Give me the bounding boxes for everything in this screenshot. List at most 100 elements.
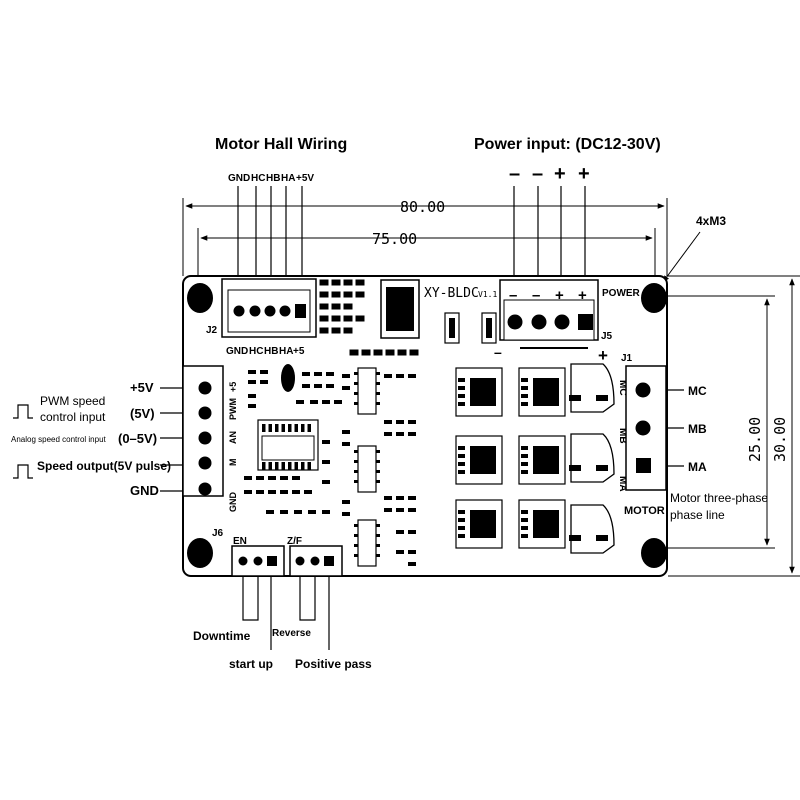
label-motor-phase-2: phase line bbox=[670, 508, 725, 522]
label-motor-phase-1: Motor three-phase bbox=[670, 491, 768, 505]
dimension-25-label: 25.00 bbox=[746, 417, 764, 462]
ic-pin bbox=[307, 424, 311, 432]
mosfet bbox=[455, 367, 503, 417]
zf-connector bbox=[289, 545, 343, 577]
j5-silk-4: + bbox=[578, 287, 587, 304]
j1-silk-mb: MB bbox=[617, 428, 628, 444]
minus-mark: – bbox=[494, 344, 502, 360]
pwm-pulse-icon bbox=[13, 404, 33, 419]
j6-label: J6 bbox=[212, 528, 224, 539]
label-speed-output: Speed output(5V pulse) bbox=[37, 459, 171, 473]
power-pin-2: – bbox=[532, 163, 543, 185]
label-positive-pass: Positive pass bbox=[295, 657, 372, 671]
hall-pin-gnd: GND bbox=[228, 173, 250, 184]
mosfet bbox=[518, 367, 566, 417]
mount-holes-pointer bbox=[662, 231, 701, 283]
model-label: XY-BLDC bbox=[424, 286, 479, 301]
plus-mark: + bbox=[598, 346, 608, 365]
phase-pads bbox=[569, 363, 615, 554]
ic-pin bbox=[262, 424, 266, 432]
label-0-5v: (0–5V) bbox=[118, 431, 157, 446]
label-mb: MB bbox=[688, 422, 707, 436]
en-connector bbox=[231, 545, 285, 577]
j1-label: J1 bbox=[621, 353, 633, 364]
j6-connector bbox=[182, 365, 224, 497]
ic-pin bbox=[301, 462, 305, 470]
ic-pin bbox=[294, 462, 298, 470]
ic-pin bbox=[281, 462, 285, 470]
dimension-30 bbox=[668, 275, 800, 577]
hall-pin-hc: HC bbox=[251, 173, 265, 184]
ic-pin bbox=[281, 424, 285, 432]
mosfet-grid bbox=[455, 367, 566, 549]
j6-silk-5: +5 bbox=[228, 382, 238, 392]
label-5v: +5V bbox=[130, 380, 154, 395]
hall-pin-hb: HB bbox=[266, 173, 280, 184]
mosfet bbox=[518, 499, 566, 549]
j6-silk-gnd: GND bbox=[228, 492, 238, 513]
j5-silk-3: + bbox=[555, 287, 564, 304]
controller-ic-pins bbox=[262, 424, 311, 470]
j6-silk-pwm: PWM bbox=[228, 398, 238, 420]
label-analog: Analog speed control input bbox=[11, 435, 107, 444]
j6-wires bbox=[160, 387, 183, 492]
mosfet bbox=[455, 499, 503, 549]
ic-pin bbox=[268, 424, 272, 432]
label-reverse: Reverse bbox=[272, 628, 311, 639]
j2-silk-ha: HA bbox=[279, 346, 293, 357]
ic-pin bbox=[268, 462, 272, 470]
zf-silk: Z/F bbox=[287, 536, 302, 547]
j2-silk-hc: HC bbox=[249, 346, 263, 357]
j5-silk-2: – bbox=[532, 287, 540, 304]
mosfet bbox=[455, 435, 503, 485]
motor-label: MOTOR bbox=[624, 505, 665, 517]
j2-silk-hb: HB bbox=[264, 346, 278, 357]
j5-connector bbox=[499, 279, 599, 341]
dimension-80 bbox=[182, 198, 668, 276]
j2-label: J2 bbox=[206, 325, 218, 336]
ic-pin bbox=[288, 462, 292, 470]
mount-holes-label: 4xM3 bbox=[696, 214, 726, 228]
en-silk: EN bbox=[233, 536, 247, 547]
j5-silk-1: – bbox=[509, 287, 517, 304]
ic-pin bbox=[294, 424, 298, 432]
driver-ic-3 bbox=[354, 519, 380, 567]
smd-cluster-top bbox=[319, 279, 419, 356]
bottom-wires bbox=[242, 576, 330, 650]
j2-silk-gnd: GND bbox=[226, 346, 248, 357]
regulator-chip bbox=[386, 287, 414, 331]
hall-wiring-title: Motor Hall Wiring bbox=[215, 136, 347, 153]
power-label: POWER bbox=[602, 288, 641, 299]
driver-ic-1 bbox=[354, 367, 380, 415]
dimension-75-label: 75.00 bbox=[372, 230, 417, 248]
version-label: V1.1 bbox=[478, 290, 497, 299]
ic-pin bbox=[288, 424, 292, 432]
capacitor-2-body bbox=[486, 318, 492, 338]
label-gnd: GND bbox=[130, 483, 159, 498]
power-input-title: Power input: (DC12-30V) bbox=[474, 136, 661, 153]
dimension-30-label: 30.00 bbox=[771, 417, 789, 462]
mosfet bbox=[518, 435, 566, 485]
hall-pin-5v: +5V bbox=[296, 173, 314, 184]
ic-pin bbox=[301, 424, 305, 432]
smd-cluster-left bbox=[244, 370, 342, 514]
j6-silk-an: AN bbox=[228, 431, 238, 444]
ic-pin bbox=[275, 424, 279, 432]
label-pwm-1: PWM speed bbox=[40, 394, 105, 408]
j1-silk-ma: MA bbox=[617, 476, 628, 492]
label-ma: MA bbox=[688, 460, 707, 474]
j1-connector bbox=[625, 365, 667, 491]
mounting-holes bbox=[187, 283, 667, 568]
smd-cluster-drivers bbox=[342, 374, 416, 566]
label-mc: MC bbox=[688, 384, 707, 398]
power-pin-3: + bbox=[554, 163, 566, 185]
ic-pin bbox=[307, 462, 311, 470]
j2-silk-5: +5 bbox=[293, 346, 305, 357]
ic-pin bbox=[275, 462, 279, 470]
ic-pin bbox=[262, 462, 266, 470]
power-pin-1: – bbox=[509, 163, 520, 185]
speed-pulse-icon bbox=[13, 464, 33, 479]
dimension-25 bbox=[668, 295, 775, 549]
label-startup: start up bbox=[229, 657, 273, 671]
driver-ic-2 bbox=[354, 445, 380, 493]
